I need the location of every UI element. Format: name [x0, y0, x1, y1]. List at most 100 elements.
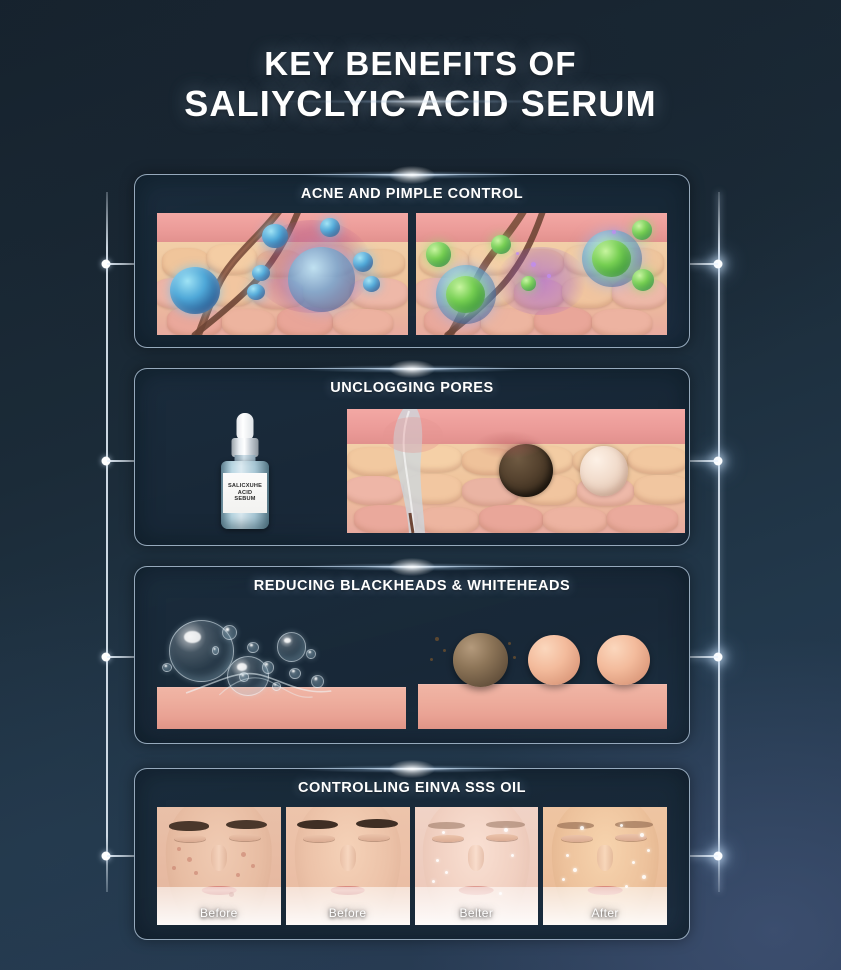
neck-highlight	[285, 887, 410, 925]
water-splash-icon	[185, 672, 332, 698]
benefit-panel-acne-and-pimple-control[interactable]: ACNE AND PIMPLE CONTROL	[134, 171, 690, 348]
connector-node-left-4	[101, 851, 111, 861]
title-divider-glow	[270, 100, 571, 103]
treated-cell-left	[436, 265, 497, 324]
right-connector-rail	[718, 192, 720, 892]
pore-indent-shadow	[475, 431, 544, 459]
bubbles-cleansing-skin-surface	[157, 611, 406, 729]
healthy-cell-1	[426, 242, 452, 267]
face-comparison-2: Before	[285, 807, 410, 925]
bacteria-cell-small-6	[247, 283, 265, 300]
connector-stub-left-2	[107, 460, 135, 462]
skin-surface-slab	[157, 686, 406, 729]
connector-stub-right-2	[690, 460, 718, 462]
connector-node-right-3	[713, 652, 723, 662]
bubble-small-5	[306, 648, 317, 660]
skin-cross-section-treated-green-cells	[416, 213, 667, 335]
blackhead-and-clean-spheres-on-skin	[418, 611, 667, 729]
bacteria-cell-small-5	[362, 276, 381, 293]
neck-highlight	[157, 887, 281, 925]
healthy-cell-4	[631, 269, 655, 292]
bubble-medium-2	[276, 632, 307, 662]
bubble-small-2	[246, 641, 260, 654]
clean-sphere-2	[597, 634, 650, 686]
benefit-panel-controlling-einva-sss-oil[interactable]: CONTROLLING EINVA SSS OIL	[134, 765, 690, 940]
face-comparison-1: Before	[157, 807, 281, 925]
bacteria-cell-small-4	[352, 252, 373, 272]
panel-top-glow-icon	[297, 765, 527, 773]
connector-node-right-1	[713, 259, 723, 269]
bottle-label-line-2: ACID	[237, 489, 253, 496]
bottle-neck	[234, 455, 256, 463]
bubble-small-3	[261, 660, 275, 674]
serum-sparkle-3	[611, 230, 616, 235]
debris-speck-3	[430, 658, 434, 662]
connector-stub-left-3	[107, 656, 135, 658]
face-caption-4: After	[591, 906, 619, 920]
bubble-small-4	[288, 667, 302, 680]
connector-stub-right-3	[690, 656, 718, 658]
dropper-bulb-icon	[236, 413, 254, 440]
panel-media-row	[157, 611, 667, 729]
blackhead-plug	[499, 443, 554, 498]
debris-speck-5	[512, 655, 516, 659]
serum-sparkle-4	[516, 252, 520, 256]
benefit-panel-unclogging-pores[interactable]: UNCLOGGING PORES SALICXUHE ACID SEBUM	[134, 365, 690, 546]
salicylic-acid-serum-bottle: SALICXUHE ACID SEBUM	[217, 413, 273, 529]
serum-sparkle-2	[546, 274, 551, 278]
debris-speck-4	[507, 641, 511, 645]
bacteria-cell-large	[287, 247, 356, 312]
benefit-panel-reducing-blackheads-and-whiteheads[interactable]: REDUCING BLACKHEADS & WHITEHEADS	[134, 563, 690, 744]
panel-top-glow-icon	[297, 365, 527, 373]
panel-media-row: SALICXUHE ACID SEBUM	[157, 409, 685, 533]
connector-stub-right-1	[690, 263, 718, 265]
bottle-label-line-1: SALICXUHE	[227, 482, 263, 489]
healthy-cell-2	[491, 234, 512, 255]
connector-node-left-2	[101, 456, 111, 466]
face-comparison-3: Belter	[414, 807, 539, 925]
face-caption-3: Belter	[459, 906, 494, 920]
panel-top-glow-icon	[297, 563, 527, 571]
bottle-body: SALICXUHE ACID SEBUM	[221, 461, 269, 529]
treated-cell-large	[581, 230, 642, 288]
panel-media-row: Before Before	[157, 807, 667, 925]
bubble-small-8	[239, 672, 250, 682]
skin-cross-section-inflamed-blue-cells	[157, 213, 408, 335]
connector-node-right-2	[713, 456, 723, 466]
blackhead-sphere	[452, 633, 508, 687]
face-comparison-4: After	[543, 807, 667, 925]
debris-speck-2	[442, 648, 446, 652]
face-caption-2: Before	[328, 906, 367, 920]
panel-title-acne-and-pimple-control: ACNE AND PIMPLE CONTROL	[300, 186, 524, 202]
neck-highlight	[543, 887, 667, 925]
bacteria-cell-left	[169, 266, 220, 315]
healthy-cell-3	[631, 220, 652, 240]
connector-node-left-1	[101, 259, 111, 269]
bacteria-cell-small-3	[252, 265, 270, 282]
face-caption-1: Before	[199, 906, 238, 920]
bubble-small-10	[211, 646, 220, 655]
bottle-label: SALICXUHE ACID SEBUM	[223, 473, 267, 513]
left-connector-rail	[106, 192, 108, 892]
title-line-primary: KEY BENEFITS OF	[264, 45, 577, 82]
serum-bottle-area: SALICXUHE ACID SEBUM	[157, 409, 333, 533]
bubble-small-1	[221, 625, 237, 641]
bubble-small-9	[271, 681, 282, 692]
panel-title-reducing-blackheads-and-whiteheads: REDUCING BLACKHEADS & WHITEHEADS	[253, 578, 571, 594]
bottle-label-line-3: SEBUM	[234, 496, 256, 503]
panel-media-row	[157, 213, 667, 335]
healthy-cell-5	[521, 276, 537, 292]
connector-stub-left-4	[107, 855, 135, 857]
panel-title-unclogging-pores: UNCLOGGING PORES	[330, 380, 494, 396]
debris-speck-1	[435, 636, 440, 641]
connector-node-left-3	[101, 652, 111, 662]
page-title: KEY BENEFITS OF SALIYCLYIC ACID SERUM	[0, 46, 841, 124]
bubble-small-7	[161, 662, 172, 673]
serum-action-glow	[496, 247, 587, 316]
panel-title-controlling-einva-sss-oil: CONTROLLING EINVA SSS OIL	[297, 780, 527, 796]
connector-stub-left-1	[107, 263, 135, 265]
clean-sphere-1	[527, 634, 580, 686]
bottle-collar	[231, 438, 259, 457]
whitehead-plug	[580, 446, 628, 496]
